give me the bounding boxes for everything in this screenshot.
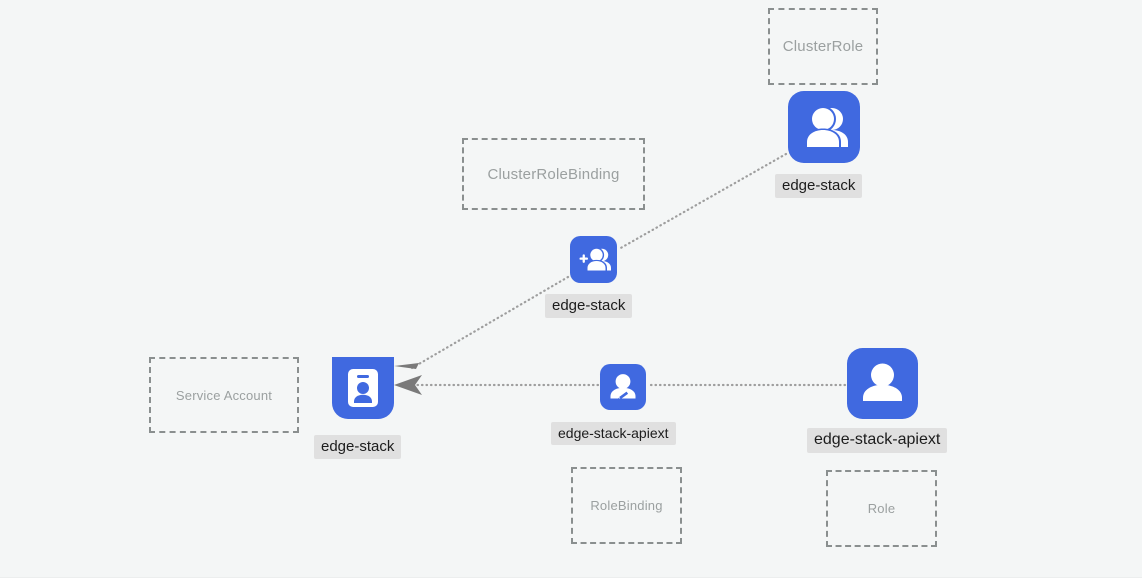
kind-box-clusterrole: ClusterRole (768, 8, 878, 85)
clusterrole-node-label: edge-stack (775, 174, 863, 199)
kind-box-label: Service Account (175, 387, 273, 403)
group-add-icon[interactable] (570, 236, 617, 283)
arrowhead-rolebinding-path (394, 375, 422, 395)
clusterrolebinding-node-label: edge-stack (545, 294, 633, 319)
kind-box-rolebinding: RoleBinding (571, 467, 682, 544)
clusterrole-node[interactable] (788, 91, 860, 163)
person-edit-icon[interactable] (600, 364, 646, 410)
role-node[interactable] (847, 348, 918, 419)
kind-box-label: Role (867, 501, 896, 516)
badge-icon[interactable] (332, 357, 394, 427)
role-node-label: edge-stack-apiext (807, 428, 948, 454)
serviceaccount-node-label: edge-stack (314, 435, 402, 460)
clusterrolebinding-node[interactable] (570, 236, 617, 283)
kind-box-label: ClusterRoleBinding (487, 165, 620, 183)
rolebinding-node[interactable] (600, 364, 646, 410)
kind-box-service-account: Service Account (149, 357, 299, 433)
kind-box-role: Role (826, 470, 937, 547)
person-icon[interactable] (847, 348, 918, 419)
kind-box-label: RoleBinding (590, 498, 663, 513)
kind-box-label: ClusterRole (782, 38, 864, 55)
arrowhead-clusterrole-path (394, 363, 419, 377)
edge-clusterrolebinding-to-serviceaccount (410, 275, 570, 370)
group-icon[interactable] (788, 91, 860, 163)
serviceaccount-node[interactable] (332, 357, 394, 427)
kind-box-clusterrolebinding: ClusterRoleBinding (462, 138, 645, 210)
rolebinding-node-label: edge-stack-apiext (551, 422, 676, 446)
